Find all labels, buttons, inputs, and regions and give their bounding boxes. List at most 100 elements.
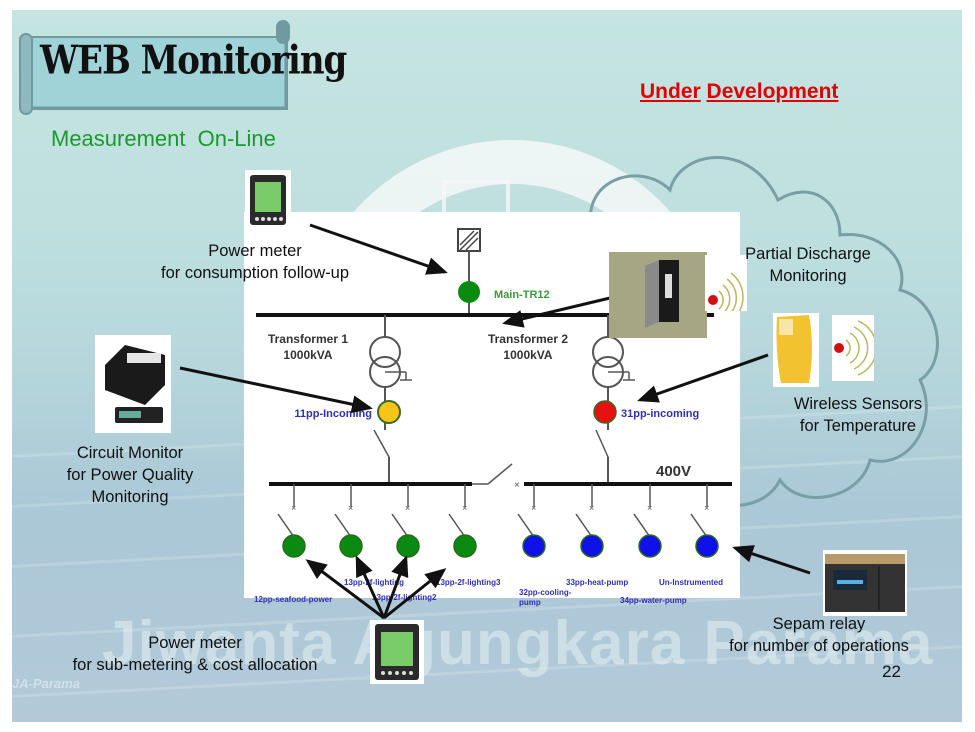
wireless-signal-icon [705,255,747,311]
single-line-diagram: Main-TR12 Transformer 1 1000kVA 11pp-Inc… [254,228,732,607]
arrow-to-feeder-4 [383,568,447,620]
caption-line: Sepam relay [772,615,866,633]
feeder-breaker[interactable] [448,513,466,538]
svg-text:×: × [589,503,594,513]
arrow-to-feeder-3 [382,555,409,619]
feeder: × 13pp-2f-lighting [334,484,404,587]
caption-line: Monitoring [769,267,847,285]
title-scroll-banner [19,20,290,115]
feeder: × 13pp-2f-lighting2 [372,484,437,602]
feeder-label: 13pp-2f-lighting [344,578,404,587]
caption-line: Power meter [148,634,242,652]
caption-line: for Temperature [799,417,917,435]
caption-line: Wireless Sensors [793,395,923,413]
svg-text:×: × [462,503,467,513]
feeder-breaker[interactable] [690,513,708,538]
heading-word: Development [706,80,839,103]
feeder-meter-indicator[interactable] [580,534,604,558]
partial-discharge-sensor-image[interactable] [609,252,707,338]
sepam-relay-caption: Sepam relay for number of operations [706,613,932,657]
watermark: Jiwanta Agungkara Parama [102,609,934,678]
feeder-meter-indicator[interactable] [453,534,477,558]
power-meter-bottom-caption: Power meter for sub-metering & cost allo… [40,632,350,676]
incomer-2-meter-indicator[interactable] [593,400,617,424]
heading-word: Under [640,80,701,103]
svg-text:×: × [647,503,652,513]
arrow-to-transformer-2 [502,296,611,328]
wireless-signal-icon [832,315,874,381]
incomer-2-label: 31pp-incoming [621,408,699,420]
feeder: × 12pp-seafood-power [254,484,332,604]
power-meter-image-top[interactable] [245,170,291,232]
feeder-breaker[interactable] [391,513,409,538]
measurement-online-heading: Measurement On-Line [51,126,276,151]
circuit-monitor-caption: Circuit Monitor for Power Quality Monito… [40,442,220,508]
arrow-to-feeder-2 [355,555,386,619]
power-meter-image-bottom[interactable] [370,620,424,684]
footer-brand: JA-Parama [12,676,80,691]
caption-line: Partial Discharge [745,245,871,263]
transformer-2-symbol [592,336,624,368]
page-number: 22 [882,662,901,681]
svg-text:×: × [531,503,536,513]
wireless-temperature-sensor-image[interactable] [773,313,819,387]
caption-line: for Power Quality [66,466,194,484]
arrow-to-uninstrumented [732,545,811,575]
arrow-to-incomer-1 [179,366,373,414]
svg-text:×: × [291,503,296,513]
feeder-label: 34pp-water-pump [620,596,687,605]
feeder-breaker[interactable] [633,513,651,538]
caption-line: Monitoring [91,488,169,506]
feeder-breaker[interactable] [517,513,535,538]
transformer-1-rating: 1000kVA [283,348,332,362]
feeder-label: 32pp-cooling-pump [519,588,572,607]
feeder-label: 13pp-2f-lighting2 [372,593,437,602]
partial-discharge-caption: Partial Discharge Monitoring [720,243,896,287]
caption-line: for consumption follow-up [160,264,349,282]
caption-line: for sub-metering & cost allocation [72,656,318,674]
transformer-2-rating: 1000kVA [503,348,552,362]
feeder: × 32pp-cooling-pump [517,484,572,607]
transformer-1-name: Transformer 1 [268,332,348,346]
feeder-meter-indicator[interactable] [339,534,363,558]
transformer-2-name: Transformer 2 [488,332,568,346]
bus-coupler-switch[interactable] [487,463,513,485]
caption-line: Circuit Monitor [76,444,184,462]
under-development-heading: Under Development [640,80,838,104]
wireless-sensors-caption: Wireless Sensors for Temperature [770,393,946,437]
feeder: × 13pp-2f-lighting3 [436,484,501,587]
incomer-1-meter-indicator[interactable] [377,400,401,424]
power-meter-top-caption: Power meter for consumption follow-up [140,240,370,284]
arrow-to-incomer-2 [637,353,769,403]
main-meter-indicator[interactable] [458,281,480,303]
arrow-to-feeder-1 [305,559,385,620]
transformer-1-symbol [369,336,401,368]
feeder-meter-indicator[interactable] [695,534,719,558]
feeder-breaker[interactable] [334,513,352,538]
bus-voltage-label: 400V [656,463,691,480]
main-meter-label: Main-TR12 [494,289,550,301]
circuit-monitor-image[interactable] [95,335,171,433]
feeder-meter-indicator[interactable] [638,534,662,558]
feeder-breaker[interactable] [277,513,295,538]
feeder-meter-indicator[interactable] [522,534,546,558]
slide-title: WEB Monitoring [40,38,347,84]
feeder: ×Un-Instrumented [659,484,723,587]
feeder-label: 13pp-2f-lighting3 [436,578,501,587]
feeder-meter-indicator[interactable] [282,534,306,558]
feeder-group: × 12pp-seafood-power × 13pp-2f-lighting × 13p… [254,484,723,607]
feeder-breaker[interactable] [575,513,593,538]
bus-coupler-x: × [514,480,520,491]
svg-text:×: × [348,503,353,513]
svg-text:×: × [405,503,410,513]
caption-line: for number of operations [729,637,909,655]
caption-line: Power meter [208,242,302,260]
arrow-to-main-meter [309,223,448,275]
feeder-label: 12pp-seafood-power [254,595,332,604]
feeder: × 34pp-water-pump [620,484,687,605]
feeder: × 33pp-heat-pump [566,484,628,587]
sepam-relay-image[interactable] [823,550,907,616]
svg-text:×: × [704,503,709,513]
feeder-label: 33pp-heat-pump [566,578,628,587]
